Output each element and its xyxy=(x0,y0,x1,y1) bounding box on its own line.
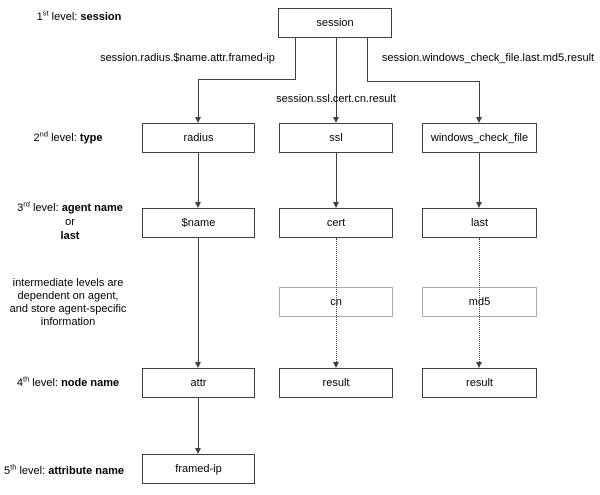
node-windows-check-file: windows_check_file xyxy=(422,123,537,153)
level-3-label: 3rd level: agent name or last xyxy=(0,199,140,243)
node-attr: attr xyxy=(142,368,255,398)
arrowhead-radius xyxy=(195,117,201,123)
intermediate-levels-note: intermediate levels are dependent on age… xyxy=(0,277,136,329)
intermediate-note-line-3: and store agent-specific xyxy=(9,303,127,315)
arrowhead-framed-ip xyxy=(195,448,201,454)
level-2-text: level: xyxy=(51,132,77,144)
connector-session-wcf-stub xyxy=(367,38,368,81)
level-3-keyword: agent name xyxy=(61,202,123,214)
node-framed-ip: framed-ip xyxy=(142,454,255,484)
level-4-label: 4th level: node name xyxy=(0,374,136,390)
connector-cert-result-dotted xyxy=(336,238,337,362)
level-4-keyword: node name xyxy=(61,377,120,389)
level-3-line-3: last xyxy=(0,229,140,243)
node-radius: radius xyxy=(142,123,255,153)
level-3-or: or xyxy=(65,216,75,228)
connector-last-result-dotted xyxy=(479,238,480,362)
level-5-text: level: xyxy=(19,465,46,477)
level-4-text: level: xyxy=(32,377,58,389)
level-3-text: level: xyxy=(32,202,59,214)
level-3-ordinal: rd xyxy=(23,199,30,209)
connector-name-attr xyxy=(198,238,199,362)
level-1-text: level: xyxy=(51,11,78,23)
connector-session-wcf-horizontal xyxy=(367,81,480,82)
node-last: last xyxy=(422,208,537,238)
level-1-ordinal: st xyxy=(42,8,49,18)
level-3-line-1: 3rd level: agent name xyxy=(0,199,140,215)
connector-session-radius-horizontal xyxy=(198,79,296,80)
connector-ssl-cert xyxy=(336,153,337,202)
level-3-alt-keyword: last xyxy=(60,230,80,242)
edge-label-windows-check-file-path: session.windows_check_file.last.md5.resu… xyxy=(381,52,595,64)
level-3-number: 3 xyxy=(17,202,24,214)
level-2-ordinal: nd xyxy=(39,129,49,139)
node-agent-name: $name xyxy=(142,208,255,238)
connector-radius-name xyxy=(198,153,199,202)
level-5-keyword: attribute name xyxy=(48,465,124,477)
node-cert: cert xyxy=(279,208,393,238)
edge-label-ssl-path: session.ssl.cert.cn.result xyxy=(276,93,396,105)
level-2-number: 2 xyxy=(33,132,40,144)
connector-wcf-last xyxy=(479,153,480,202)
node-session: session xyxy=(278,8,392,38)
arrowhead-result-wcf xyxy=(476,362,482,368)
level-5-ordinal: th xyxy=(10,462,17,472)
arrowhead-ssl xyxy=(333,117,339,123)
arrowhead-last xyxy=(476,202,482,208)
arrowhead-windows-check-file xyxy=(476,117,482,123)
intermediate-note-line-4: information xyxy=(40,316,96,328)
connector-session-wcf-vertical xyxy=(479,81,480,117)
level-5-number: 5 xyxy=(4,465,11,477)
connector-session-radius-vertical xyxy=(198,79,199,117)
connector-session-ssl-vertical xyxy=(336,38,337,117)
arrowhead-attr xyxy=(195,362,201,368)
level-1-label: 1st level: session xyxy=(8,8,150,24)
arrowhead-name xyxy=(195,202,201,208)
arrowhead-cert xyxy=(333,202,339,208)
connector-attr-framed-ip xyxy=(198,398,199,448)
level-5-label: 5th level: attribute name xyxy=(0,462,128,478)
intermediate-note-line-1: intermediate levels are xyxy=(12,277,124,289)
node-result-ssl: result xyxy=(279,368,393,398)
node-ssl: ssl xyxy=(279,123,393,153)
connector-session-radius-stub xyxy=(295,38,296,79)
arrowhead-result-ssl xyxy=(333,362,339,368)
level-2-keyword: type xyxy=(79,132,103,144)
level-1-number: 1 xyxy=(36,11,43,23)
intermediate-note-line-2: dependent on agent, xyxy=(17,290,119,302)
level-4-ordinal: th xyxy=(22,374,30,384)
edge-label-radius-path: session.radius.$name.attr.framed-ip xyxy=(100,52,275,64)
level-2-label: 2nd level: type xyxy=(0,129,136,145)
level-1-keyword: session xyxy=(80,11,122,23)
level-4-number: 4 xyxy=(16,377,23,389)
node-result-wcf: result xyxy=(422,368,537,398)
